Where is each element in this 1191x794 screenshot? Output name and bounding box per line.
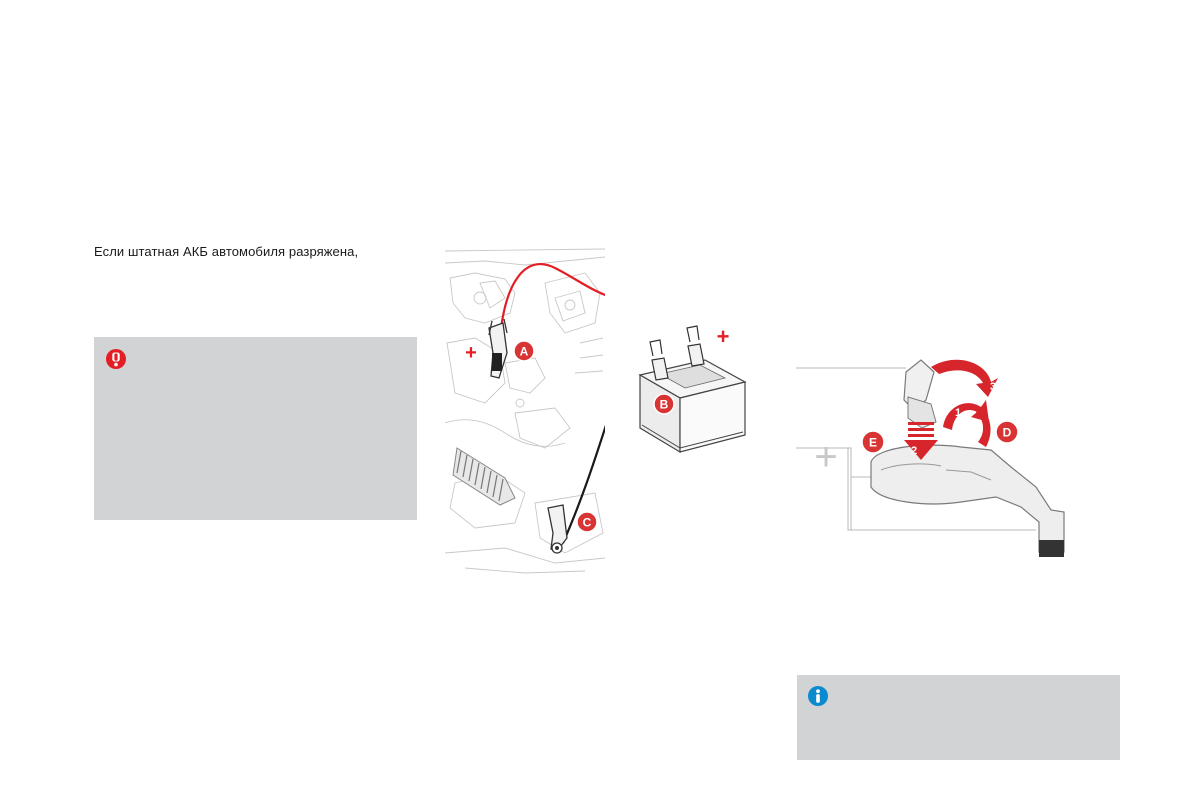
step-1-number: 1 — [955, 407, 961, 419]
warning-box — [94, 337, 417, 520]
label-c: C — [576, 511, 598, 533]
label-d: D — [995, 420, 1019, 444]
plus-sign-a: + — [465, 342, 477, 364]
step-3-number: 3 — [990, 381, 996, 393]
label-c-text: C — [583, 516, 592, 530]
exclamation-icon — [106, 349, 126, 369]
negative-cable — [561, 424, 605, 544]
plus-sign-b: + — [717, 324, 730, 349]
battery-terminal-illustration: + 3 1 2 E D — [796, 359, 1065, 557]
arrow-step-2 — [904, 422, 938, 460]
step-2-number: 2 — [911, 445, 917, 457]
label-d-text: D — [1003, 426, 1012, 440]
plus-sign: + — [814, 435, 837, 479]
label-e: E — [861, 430, 885, 454]
info-icon — [808, 686, 828, 706]
clamp-c-drawing — [547, 504, 568, 554]
positive-cable — [498, 263, 605, 339]
donor-battery-illustration: + B — [638, 324, 747, 454]
label-b — [653, 393, 675, 415]
terminal-clamp — [870, 359, 1065, 557]
label-b-text: B — [660, 398, 669, 412]
label-a: A — [513, 340, 535, 362]
jump-start-illustration: A + C — [445, 248, 605, 574]
intro-text: Если штатная АКБ автомобиля разряжена, — [94, 244, 359, 259]
air-intake-hose — [452, 447, 516, 506]
label-e-text: E — [869, 436, 877, 450]
arrow-step-1 — [943, 400, 991, 447]
arrow-step-3 — [931, 359, 998, 397]
clamp-a-drawing — [488, 318, 508, 379]
info-box — [797, 675, 1120, 760]
label-a-text: A — [520, 345, 529, 359]
